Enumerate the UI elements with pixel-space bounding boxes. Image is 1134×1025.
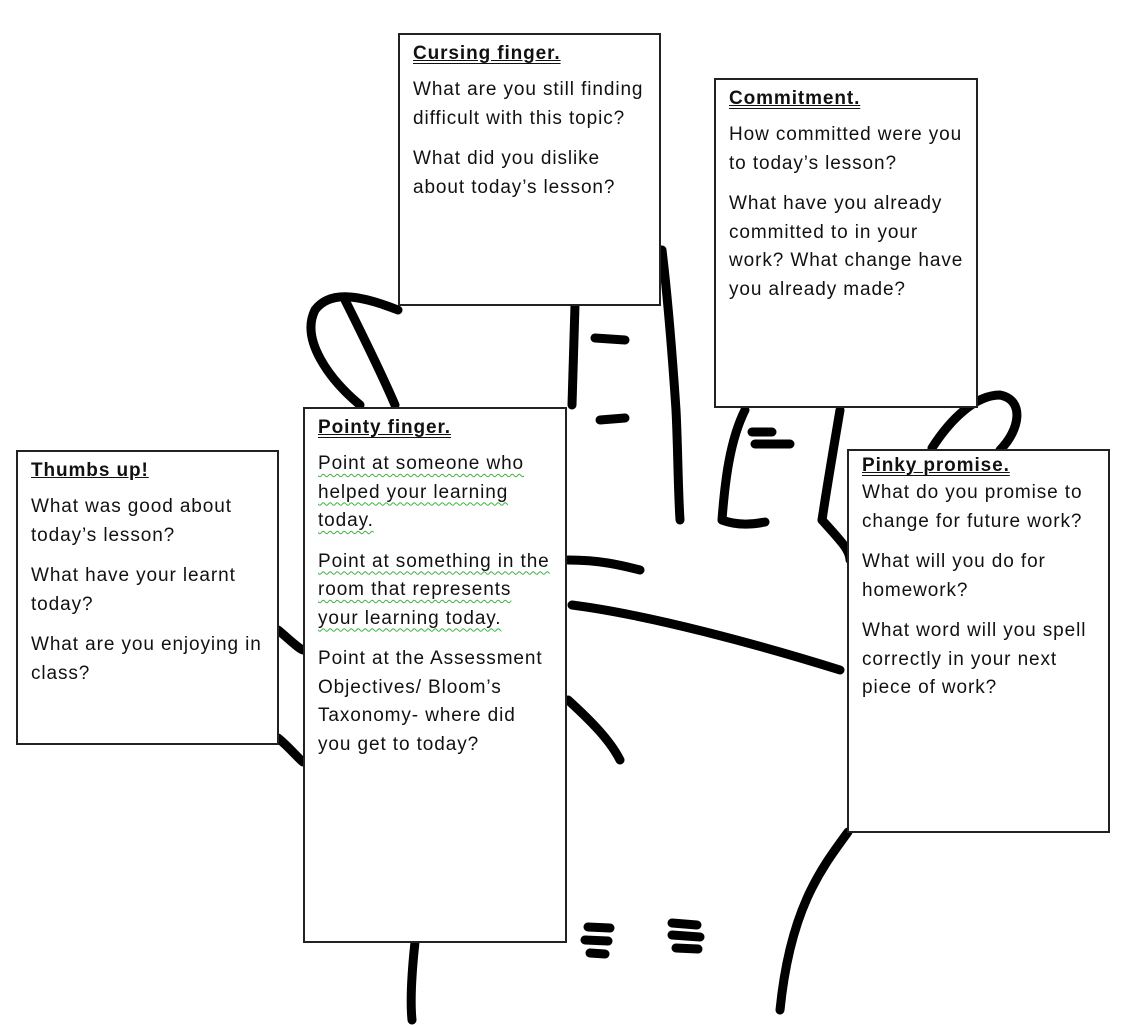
cursing-finger-box: Cursing finger. What are you still findi…	[398, 33, 661, 306]
pointy-finger-prompt: Point at the Assessment Objectives/ Bloo…	[318, 648, 543, 755]
thumbs-up-title: Thumbs up!	[31, 460, 149, 481]
pinky-outline	[927, 390, 1022, 455]
pointy-finger-box: Pointy finger. Point at someone who help…	[303, 407, 567, 943]
pinky-promise-question: What will you do for homework?	[862, 551, 1046, 601]
pinky-promise-title: Pinky promise.	[862, 455, 1010, 476]
cursing-finger-question: What did you dislike about today’s lesso…	[413, 148, 616, 198]
cursing-finger-title: Cursing finger.	[413, 43, 561, 64]
thumbs-up-question: What was good about today’s lesson?	[31, 496, 232, 546]
commitment-question: What have you already committed to in yo…	[729, 193, 964, 300]
cursing-finger-question: What are you still finding difficult wit…	[413, 79, 644, 129]
pointy-finger-prompt: Point at something in the room that repr…	[318, 550, 550, 629]
palm-line	[590, 333, 630, 345]
palm-line	[595, 413, 630, 425]
pinky-inner	[817, 515, 855, 565]
pinky-promise-box: Pinky promise. What do you promise to ch…	[847, 449, 1110, 833]
pinky-promise-question: What do you promise to change for future…	[862, 482, 1083, 532]
wrist-left	[406, 937, 420, 1025]
thumbs-up-question: What are you enjoying in class?	[31, 634, 262, 684]
commitment-question: How committed were you to today’s lesson…	[729, 124, 963, 174]
index-finger-outline	[306, 292, 403, 410]
thumb-outline-top	[273, 625, 308, 655]
pointy-finger-title: Pointy finger.	[318, 417, 451, 438]
middle-finger-right	[657, 245, 685, 525]
middle-finger-outline	[567, 300, 580, 410]
thumbs-up-question: What have your learnt today?	[31, 565, 236, 615]
palm-line	[567, 600, 845, 675]
index-finger-inner	[340, 295, 400, 410]
commitment-title: Commitment.	[729, 88, 861, 109]
palm-line	[563, 695, 625, 765]
palm-line	[563, 555, 645, 575]
wrist-crease	[580, 918, 705, 959]
thumbs-up-box: Thumbs up! What was good about today’s l…	[16, 450, 279, 745]
pinky-promise-question: What word will you spell correctly in yo…	[862, 620, 1087, 698]
thumb-outline-bottom	[273, 733, 308, 767]
ring-finger-outline	[717, 405, 770, 529]
wrist-right	[775, 827, 853, 1015]
commitment-box: Commitment. How committed were you to to…	[714, 78, 978, 408]
ring-finger-right	[817, 405, 845, 525]
pointy-finger-prompt: Point at someone who helped your learnin…	[318, 453, 525, 531]
